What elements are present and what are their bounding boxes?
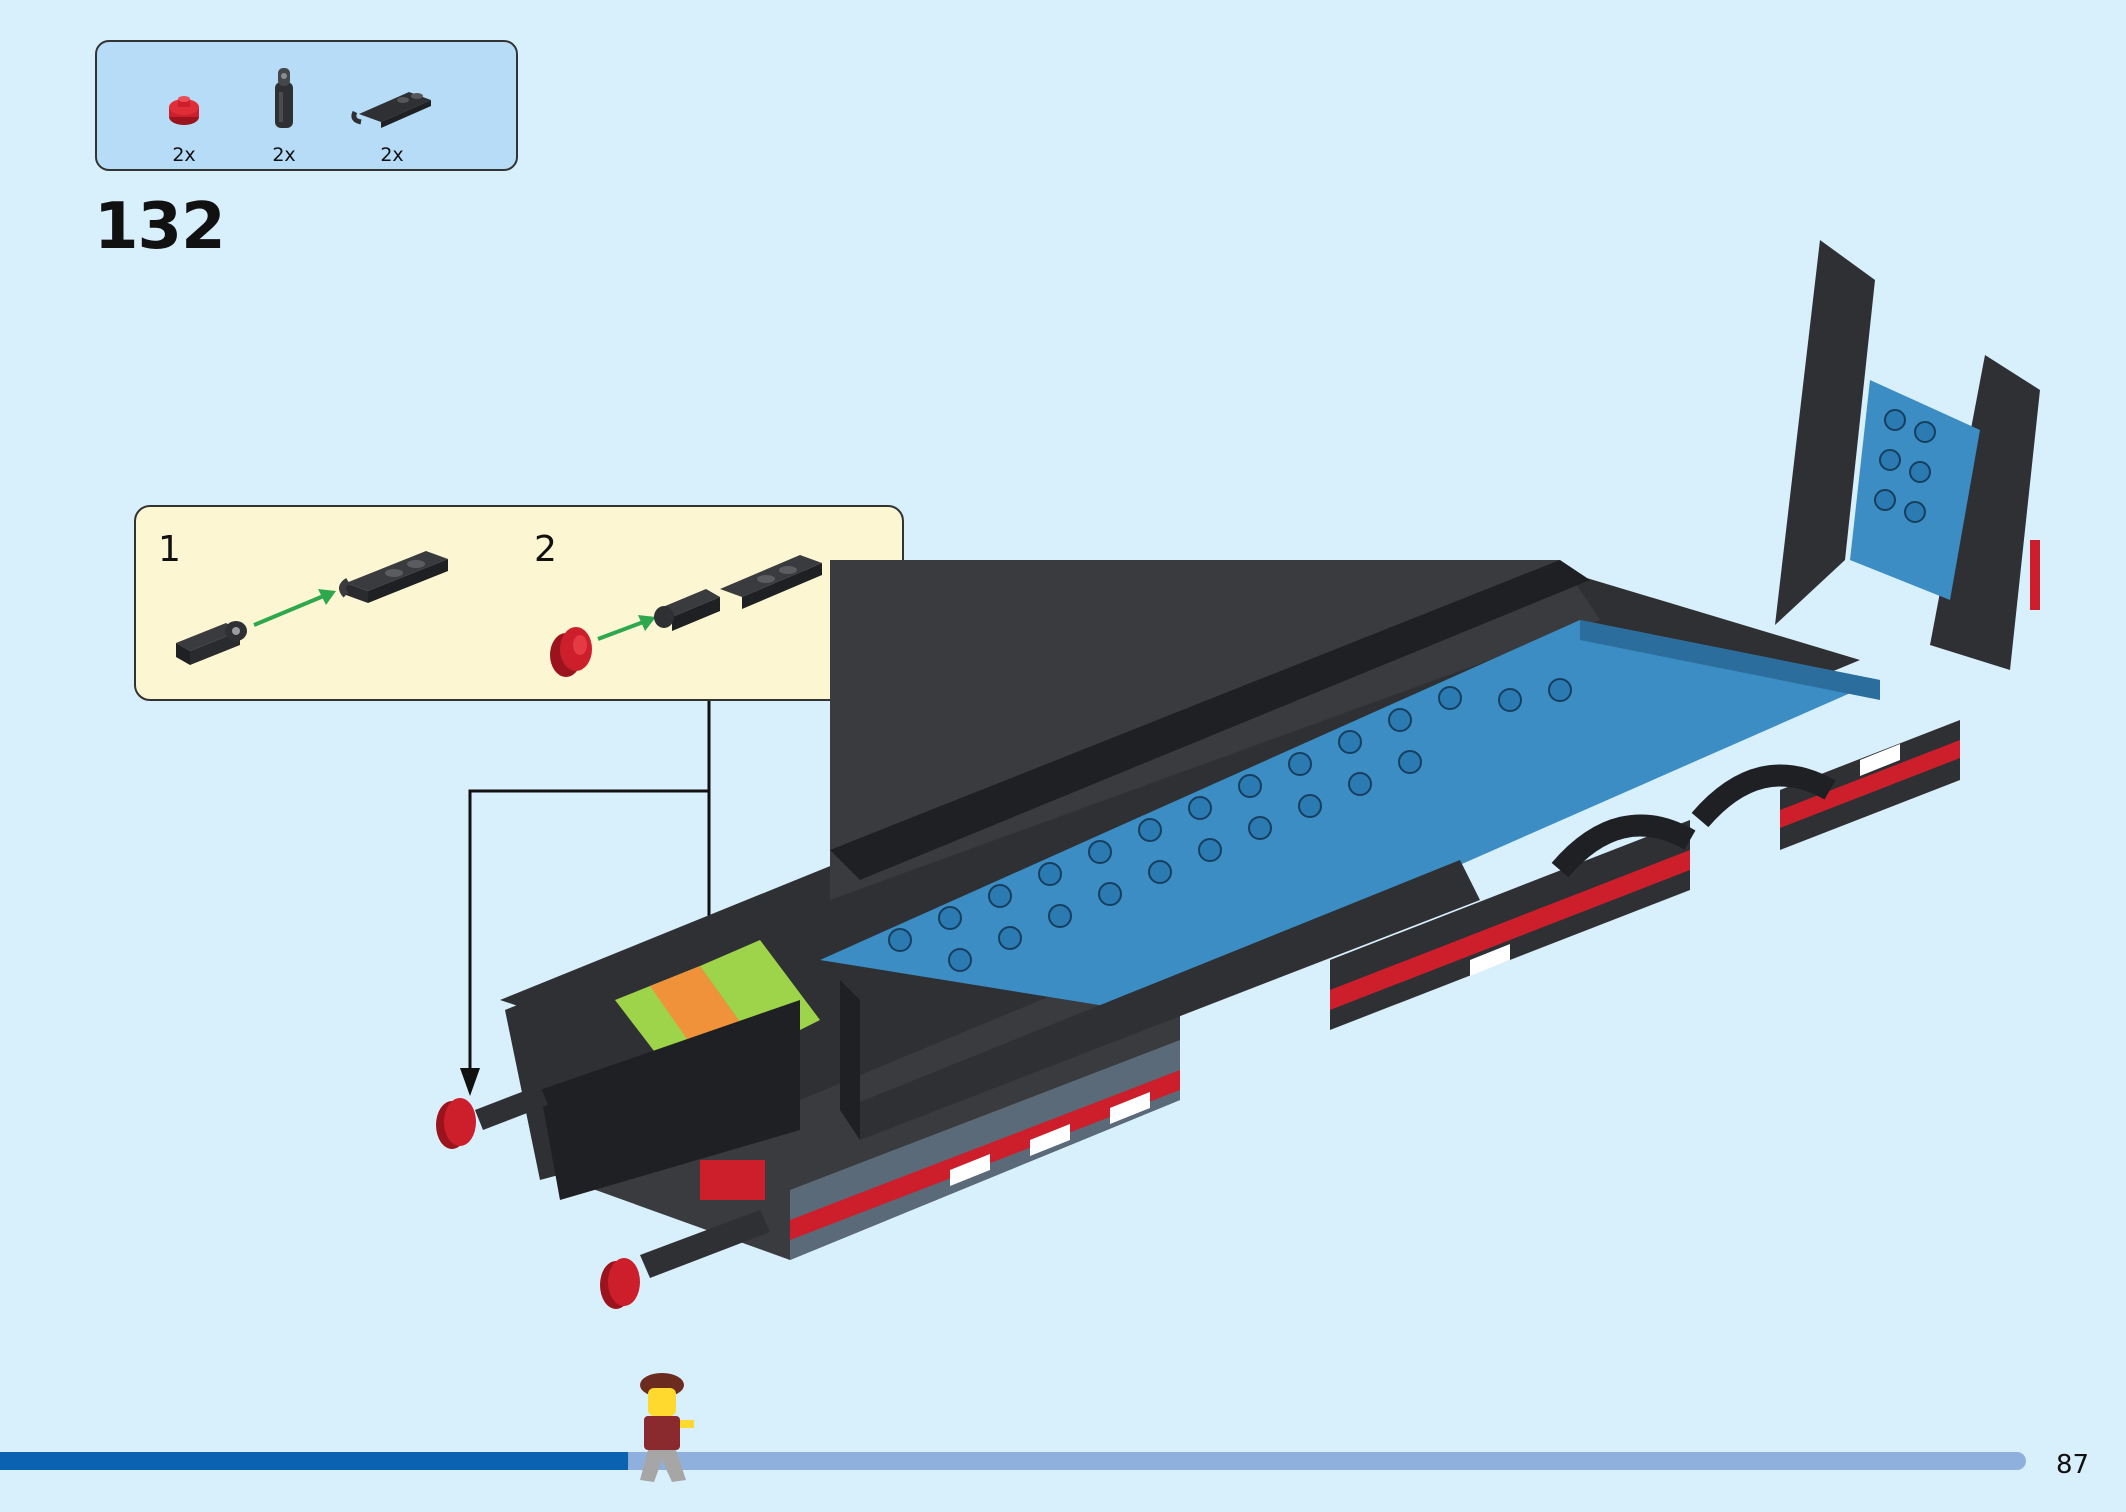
sub-step-number: 2 — [534, 529, 557, 570]
insert-arrow — [597, 615, 656, 641]
parts-list-box: 2x 2x 2x — [95, 40, 518, 171]
combined-piece — [654, 555, 822, 631]
clip-bar-piece — [176, 621, 247, 665]
plate-with-clip-piece — [339, 551, 448, 603]
part-red-round-plate: 2x — [149, 62, 219, 166]
red-cap-left — [436, 1085, 548, 1149]
black-clip-bar-icon — [275, 68, 293, 128]
progress-fill — [0, 1452, 629, 1470]
sub-step-number: 1 — [158, 529, 181, 570]
black-plate-with-clip-icon — [351, 92, 431, 128]
red-round-plate-icon — [169, 96, 199, 125]
part-qty: 2x — [272, 144, 296, 166]
part-qty: 2x — [380, 144, 404, 166]
trailer-body — [500, 240, 2040, 1260]
insert-arrow — [253, 589, 336, 627]
sub-assembly-illustration — [176, 551, 822, 677]
red-cap-right — [600, 1210, 770, 1309]
part-qty: 2x — [172, 144, 196, 166]
progress-bar — [0, 1452, 2026, 1470]
page-number: 87 — [2056, 1450, 2090, 1480]
part-black-clip-bar: 2x — [249, 62, 319, 166]
minifigure-walker — [640, 1373, 694, 1482]
red-round-piece — [550, 627, 592, 677]
sub-assembly-box: 1 2 — [134, 505, 904, 701]
step-number: 132 — [94, 190, 226, 264]
part-black-plate-clip: 2x — [347, 62, 437, 166]
